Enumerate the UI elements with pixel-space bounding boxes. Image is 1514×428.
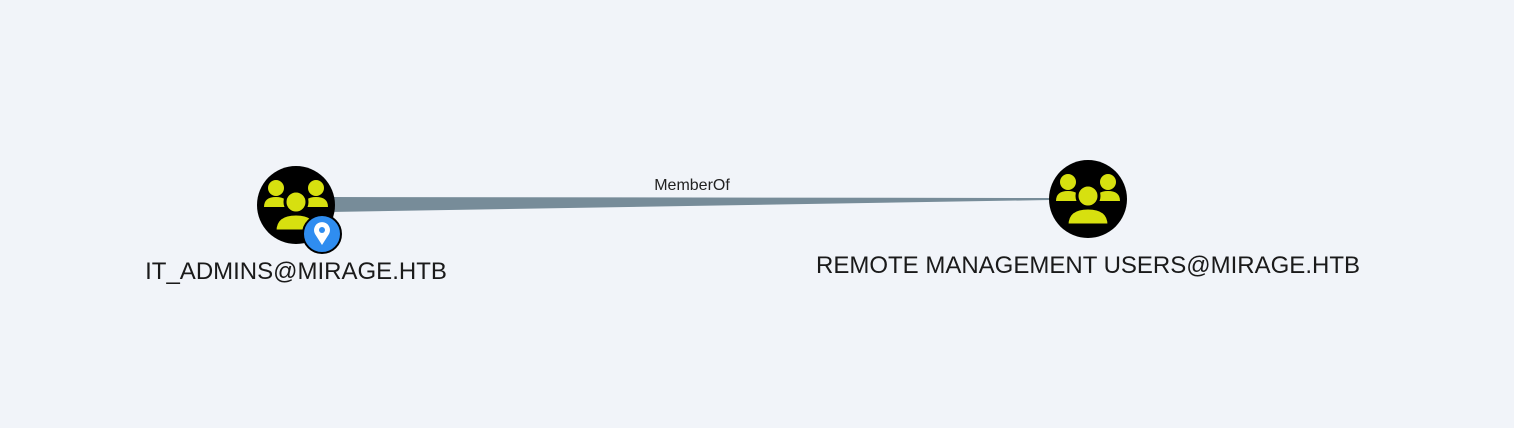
node-label: IT_ADMINS@MIRAGE.HTB — [145, 258, 447, 285]
node-label: REMOTE MANAGEMENT USERS@MIRAGE.HTB — [816, 252, 1360, 279]
starting-node-marker-icon — [302, 214, 342, 254]
edge-label: MemberOf — [654, 177, 730, 194]
edge-memberof[interactable] — [330, 197, 1050, 212]
node-remote-management-users[interactable] — [1049, 160, 1127, 238]
